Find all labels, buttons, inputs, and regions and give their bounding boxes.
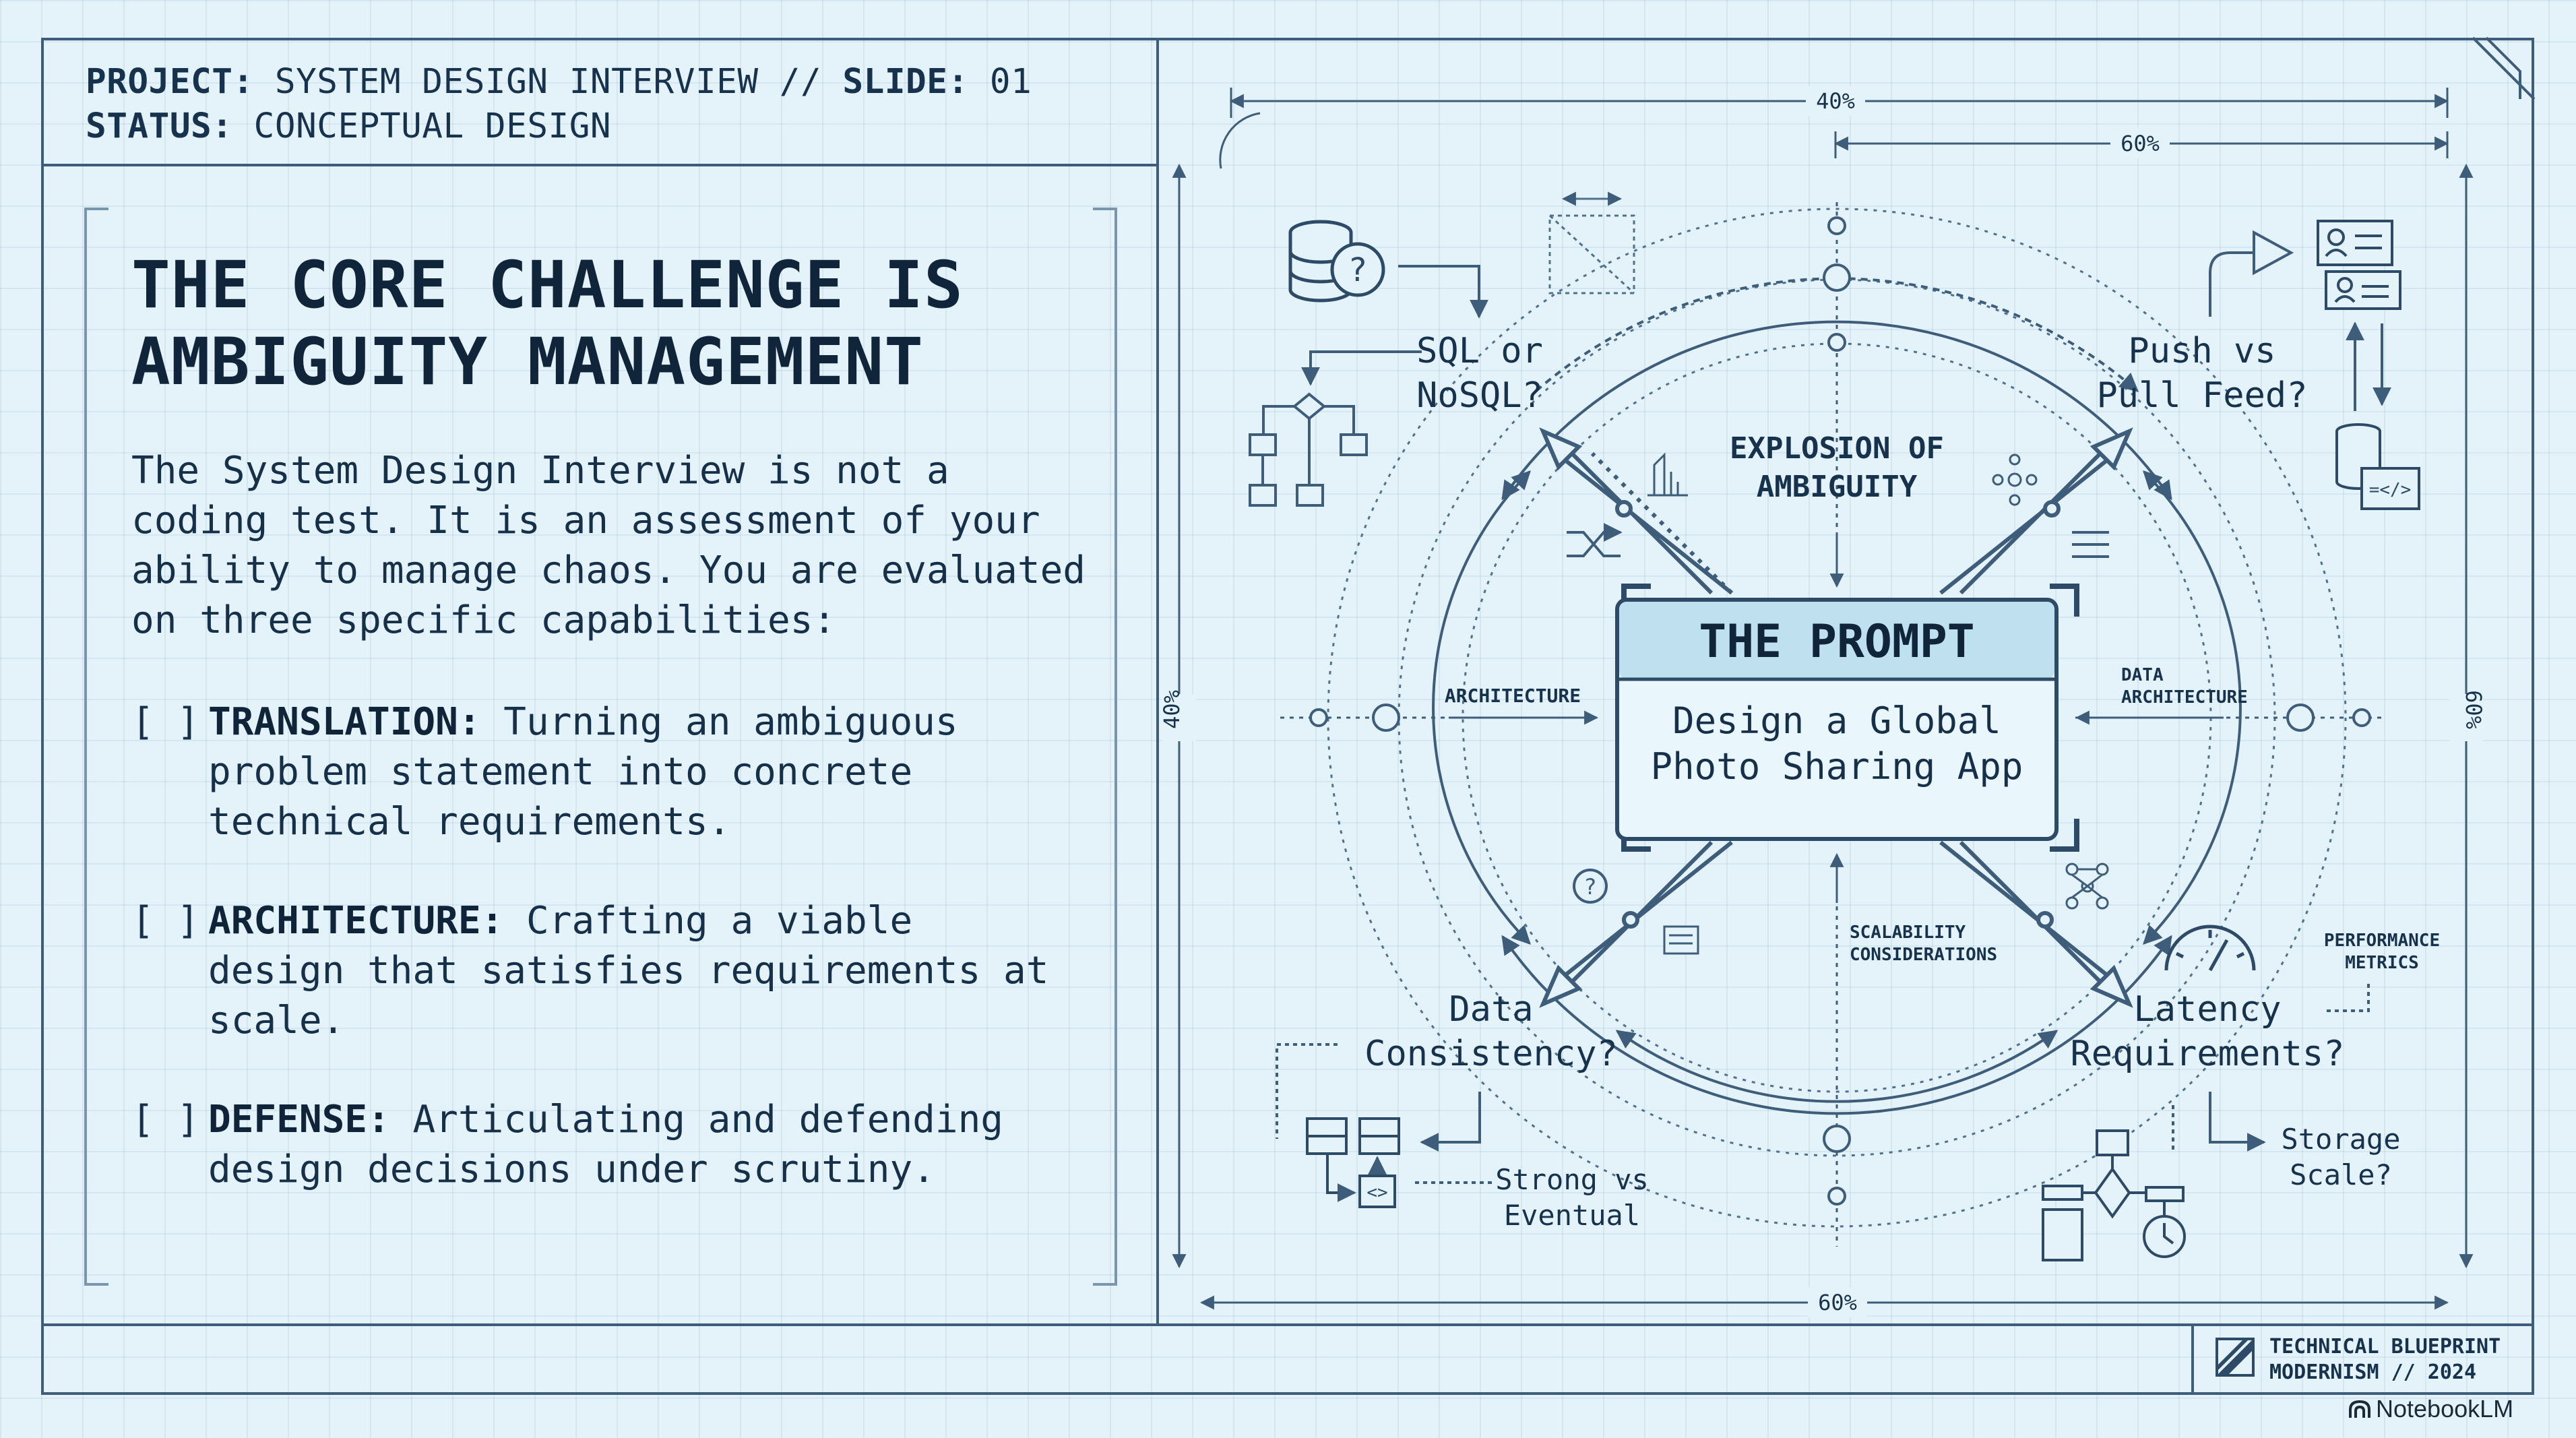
prompt-title: THE PROMPT [1699, 615, 1974, 668]
dimension-label-right: 60% [2461, 690, 2486, 729]
feed-question-2: Pull Feed? [2096, 375, 2307, 416]
scalability-label-1: SCALABILITY [1850, 923, 1966, 943]
sql-question-2: NoSQL? [1416, 375, 1543, 416]
dimension-label-top-outer: 40% [1816, 88, 1855, 114]
grid-sketch-icon [1548, 191, 1635, 294]
blueprint-logo-icon [2216, 1338, 2255, 1377]
footer-divider [41, 1323, 2534, 1326]
label-connectors [1276, 230, 2391, 1184]
performance-label-2: METRICS [2345, 953, 2419, 973]
consistency-question-2: Consistency? [1364, 1034, 1618, 1074]
performance-label-1: PERFORMANCE [2324, 931, 2440, 951]
storage-scale-2: Scale? [2290, 1158, 2392, 1191]
capability-architecture: [ ] ARCHITECTURE: Crafting a viable desi… [131, 896, 1125, 1046]
svg-text:?: ? [1348, 251, 1368, 289]
frame-corner [2472, 36, 2536, 100]
axis-nodes [1309, 216, 2371, 1206]
consistency-question-1: Data [1449, 989, 1533, 1030]
content-bracket-left [84, 208, 108, 1286]
strong-eventual-1: Strong vs [1495, 1163, 1649, 1196]
svg-text:?: ? [1583, 874, 1596, 900]
checkbox: [ ] [131, 700, 200, 744]
intro-paragraph: The System Design Interview is not a cod… [131, 449, 1086, 642]
latency-question-2: Requirements? [2071, 1034, 2345, 1074]
help-cycle-icon: ? [1573, 869, 1608, 904]
strong-eventual-2: Eventual [1504, 1199, 1640, 1232]
svg-text:=</>: =</> [2369, 480, 2412, 500]
profile-cards-icon [2317, 220, 2401, 310]
panel-divider [1156, 38, 1159, 1326]
slide-title: THE CORE CHALLENGE IS AMBIGUITY MANAGEME… [131, 247, 964, 400]
axis-lines [1280, 202, 2385, 1247]
latency-question-1: Latency [2133, 989, 2281, 1030]
dimension-label-top-inner: 60% [2121, 131, 2160, 156]
architecture-label: ARCHITECTURE [1445, 685, 1581, 707]
slide-frame [41, 38, 2534, 1395]
network-node-icon [1992, 454, 2038, 506]
dimension-label-bottom: 60% [1818, 1290, 1857, 1315]
prompt-line-1: Design a Global [1672, 699, 2001, 742]
checkbox: [ ] [131, 1098, 200, 1142]
feed-question-1: Push vs [2128, 331, 2275, 371]
header-divider [41, 164, 1159, 166]
solid-arcs [1432, 277, 2242, 1115]
prompt-line-2: Photo Sharing App [1651, 745, 2023, 788]
network-graph-icon [2065, 863, 2109, 910]
diagonal-arrows [1539, 427, 2133, 1008]
data-architecture-label-2: ARCHITECTURE [2121, 687, 2248, 708]
brand-name: NotebookLM [2376, 1395, 2514, 1423]
database-question-icon: ? [1288, 220, 1385, 303]
transfer-icon [2072, 531, 2109, 558]
scalability-label-2: CONSIDERATIONS [1850, 945, 1997, 965]
dimension-label-left: 40% [1159, 690, 1185, 729]
server-list-icon [1663, 925, 1699, 955]
bar-chart-icon [1647, 452, 1688, 497]
footer-panel [2191, 1323, 2534, 1395]
flowchart-icon [1249, 392, 1368, 507]
storage-scale-1: Storage [2281, 1123, 2400, 1156]
notebooklm-logo-icon [2349, 1400, 2370, 1418]
content-bracket-right [1093, 208, 1117, 1286]
svg-text:<>: <> [1366, 1183, 1387, 1203]
project-line: PROJECT: SYSTEM DESIGN INTERVIEW // SLID… [86, 62, 1032, 102]
shuffle-icon [1567, 532, 1621, 557]
checkbox: [ ] [131, 899, 200, 943]
footer-caption: TECHNICAL BLUEPRINT MODERNISM // 2024 [2269, 1335, 2501, 1384]
capability-defense: [ ] DEFENSE: Articulating and defending … [131, 1095, 1125, 1195]
explosion-label-2: AMBIGUITY [1757, 470, 1918, 504]
database-code-icon: =</> [2335, 423, 2420, 510]
data-architecture-label-1: DATA [2121, 665, 2164, 685]
axis-arrows [1449, 532, 2224, 903]
sql-question-1: SQL or [1416, 331, 1543, 371]
capability-translation: [ ] TRANSLATION: Turning an ambiguous pr… [131, 697, 1125, 847]
status-line: STATUS: CONCEPTUAL DESIGN [86, 106, 612, 146]
process-flow-icon [2042, 1129, 2186, 1261]
gauge-icon [2164, 925, 2256, 972]
explosion-label-1: EXPLOSION OF [1730, 431, 1944, 466]
prompt-box [1615, 584, 2079, 852]
server-racks-icon: <> [1306, 1117, 1400, 1208]
